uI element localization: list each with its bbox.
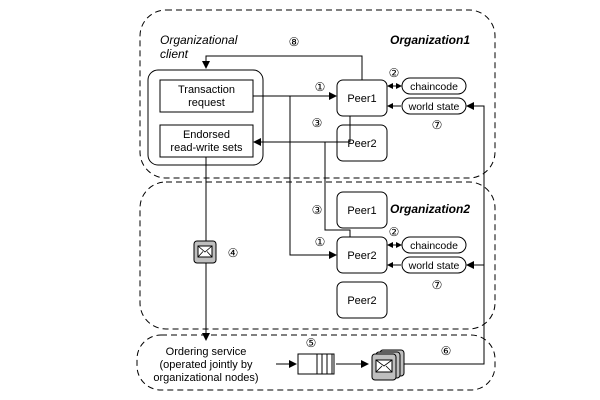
step-1-label-org2: ① xyxy=(315,235,326,249)
org2-worldstate-label: world state xyxy=(408,260,460,272)
org2-peer2-label: Peer2 xyxy=(347,250,376,262)
arrow-endorse-org2 xyxy=(324,142,351,237)
arrow-block-to-peers xyxy=(404,102,485,365)
step-7-label-org1: ⑦ xyxy=(432,118,443,132)
org1-region xyxy=(139,9,496,179)
ordering-region xyxy=(136,334,496,391)
ordering-line3: organizational nodes) xyxy=(153,372,258,384)
org2-peer1-label: Peer1 xyxy=(347,205,376,217)
arrow-request-org2 xyxy=(289,96,337,259)
rw-sets-line1: Endorsed xyxy=(183,129,230,141)
org2-peer3-label: Peer2 xyxy=(347,295,376,307)
transaction-request-box xyxy=(159,79,254,113)
org2-peer1 xyxy=(336,191,388,229)
step-3-label-org1: ③ xyxy=(312,116,323,130)
ordering-line2: (operated jointly by xyxy=(160,359,253,371)
block-envelope-icon xyxy=(371,349,405,381)
tx-request-line1: Transaction xyxy=(178,84,235,96)
org2-region xyxy=(139,181,496,330)
client-title-line2: client xyxy=(160,47,189,61)
step-2-label-org1: ② xyxy=(389,66,400,80)
step-8-label: ⑧ xyxy=(289,35,300,49)
tx-request-line2: request xyxy=(188,97,225,109)
ordering-queue-icon xyxy=(297,353,335,375)
rw-sets-line2: read-write sets xyxy=(170,142,243,154)
step-3-label-org2: ③ xyxy=(312,203,323,217)
client-title-line1: Organizational xyxy=(160,33,238,47)
step-1-label-org1: ① xyxy=(315,80,326,94)
org1-worldstate-label: world state xyxy=(408,101,460,113)
org2-peer3 xyxy=(336,281,388,319)
arrow-endorse-org1 xyxy=(253,116,351,146)
org1-peer1-label: Peer1 xyxy=(347,93,376,105)
envelope-flap-icon xyxy=(197,245,213,258)
org2-chaincode-label: chaincode xyxy=(410,240,458,252)
step-4-label: ④ xyxy=(228,246,239,260)
step-2-label-org2: ② xyxy=(389,225,400,239)
org1-peer2-label: Peer2 xyxy=(347,138,376,150)
arrow-notify-client xyxy=(202,55,363,80)
org1-title: Organization1 xyxy=(390,33,470,47)
org2-title: Organization2 xyxy=(390,202,470,216)
step-5-label: ⑤ xyxy=(306,336,317,350)
org2-peer2 xyxy=(336,236,388,274)
step-6-label: ⑥ xyxy=(441,344,452,358)
step-7-label-org2: ⑦ xyxy=(432,278,443,292)
org2-chaincode-pill xyxy=(401,236,467,254)
ordering-line1: Ordering service xyxy=(166,346,247,358)
org1-chaincode-label: chaincode xyxy=(410,81,458,93)
org1-chaincode-pill xyxy=(401,77,467,95)
